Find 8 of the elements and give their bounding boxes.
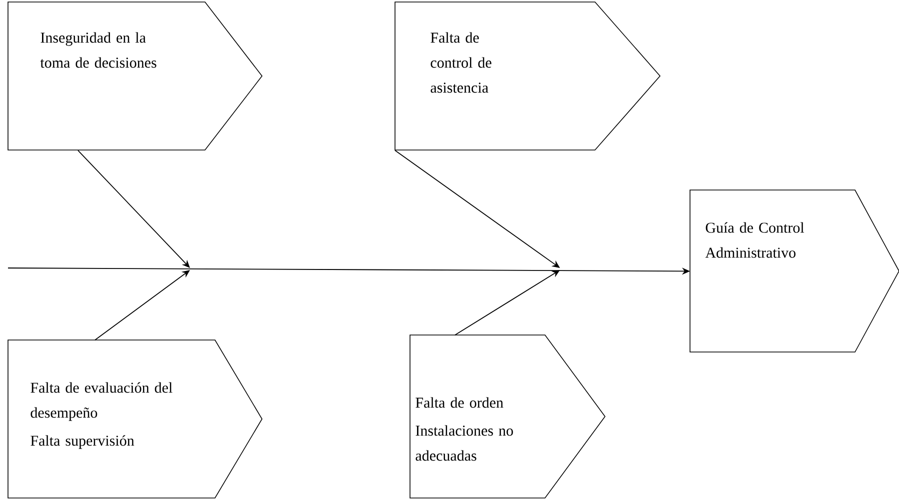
arrow xyxy=(394,150,560,268)
pentagon-box: Falta de control de asistencia xyxy=(394,2,661,150)
pentagon-box: Guía de Control Administrativo xyxy=(690,190,899,352)
arrow xyxy=(94,270,190,340)
arrow xyxy=(78,150,190,268)
pentagon-box: Inseguridad en la toma de decisiones xyxy=(8,2,262,150)
pentagon-box: Falta de orden Instalaciones no adecuadas xyxy=(410,334,606,498)
pentagon-box: Falta de evaluación del desempeño Falta supervisión xyxy=(8,340,262,498)
